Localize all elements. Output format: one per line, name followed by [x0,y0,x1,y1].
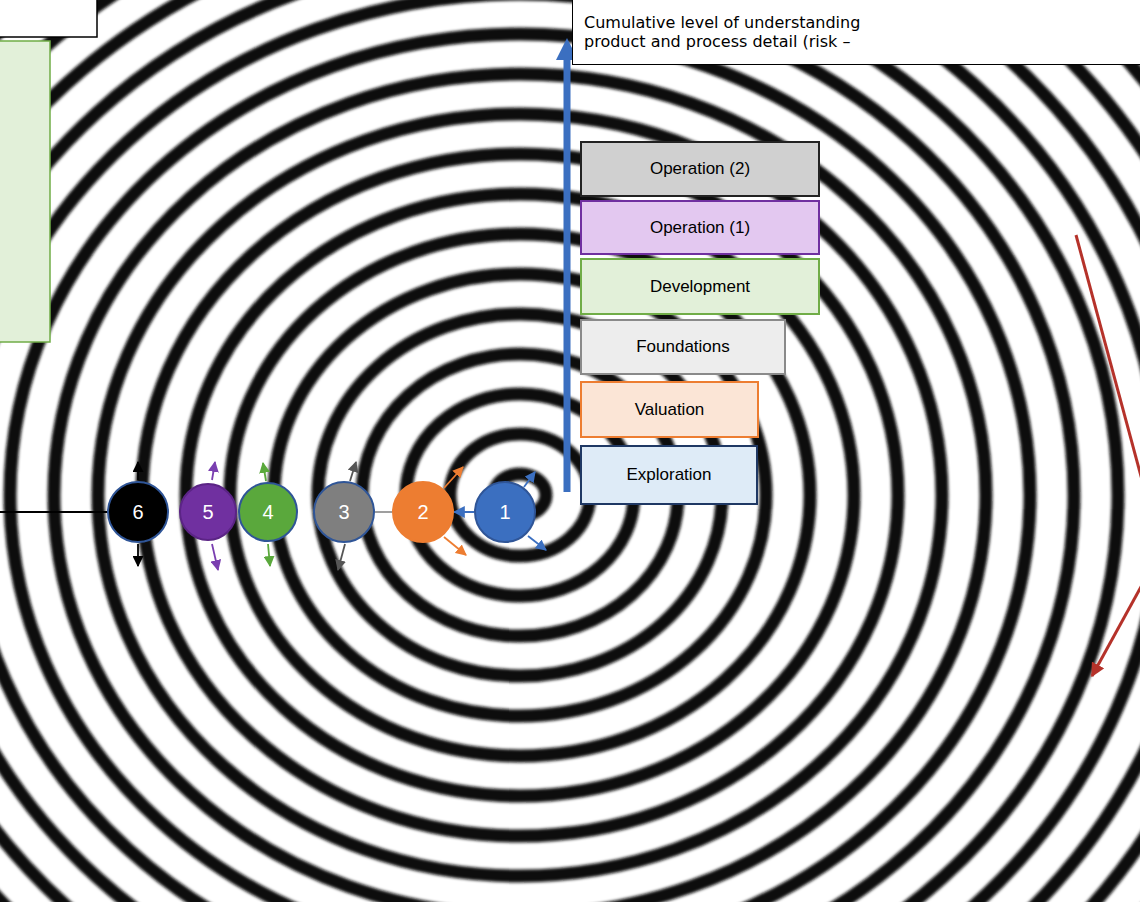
circle-shape [239,483,297,541]
stage-arrow [263,463,266,481]
circle-shape [108,482,168,542]
circle-shape [393,482,453,542]
connector [454,511,474,513]
ring [186,194,854,796]
stage-arrow [137,544,139,566]
stage-arrow [268,544,270,566]
callout-number: 2 [417,501,428,524]
ring [98,114,942,876]
box-label: Operation (1) [650,218,750,238]
stage-arrow [338,544,345,570]
stage-arrow [528,536,546,550]
circle-arrows [138,462,546,570]
box-label: Exploration [626,465,711,485]
stage-box: Foundations [580,319,786,375]
box-label: Operation (2) [650,159,750,179]
pointer-arrow [1092,585,1140,676]
box-label: Valuation [635,400,705,420]
connector [375,511,392,513]
stage-number-circle: 1 [474,481,536,543]
stage-number-circle: 3 [313,481,375,543]
stage-arrow [444,537,466,555]
stage-arrow [212,544,218,570]
axis-line [0,511,108,513]
stage-box: Development [580,258,820,315]
stage-arrow [444,467,463,488]
callout-number: 6 [132,501,143,524]
ring [10,34,1030,902]
stage-box: Operation (2) [580,141,820,197]
stage-arrow [350,462,356,481]
circle-shape [475,482,535,542]
box-label: Development [650,277,750,297]
circle-shape [314,482,374,542]
circle-shape [180,484,236,540]
stage-box: Valuation [580,381,759,438]
callout-number: 4 [262,501,273,524]
stage-number-circle: 2 [392,481,454,543]
callout-number: 5 [202,501,213,524]
partial-panel [0,41,50,342]
stage-arrow [524,472,535,487]
progress-arrow [564,56,571,492]
partial-box [0,0,97,37]
ring [54,74,986,902]
ring [0,0,1074,902]
callout-number: 1 [499,501,510,524]
stage-box: Operation (1) [580,200,820,255]
axis-label-box: Cumulative level of understanding produc… [572,0,1140,65]
pointer-arrow [1076,235,1140,480]
ring [142,154,898,836]
box-label: Foundations [636,337,730,357]
stage-arrow [212,462,215,480]
callout-number: 3 [338,501,349,524]
stage-box: Exploration [580,445,758,505]
stage-number-circle: 4 [238,482,298,542]
box-label: Cumulative level of understanding produc… [584,13,924,51]
ring [274,274,766,716]
stage-number-circle: 6 [107,481,169,543]
stage-number-circle: 5 [179,483,237,541]
stage-arrow [137,462,139,480]
